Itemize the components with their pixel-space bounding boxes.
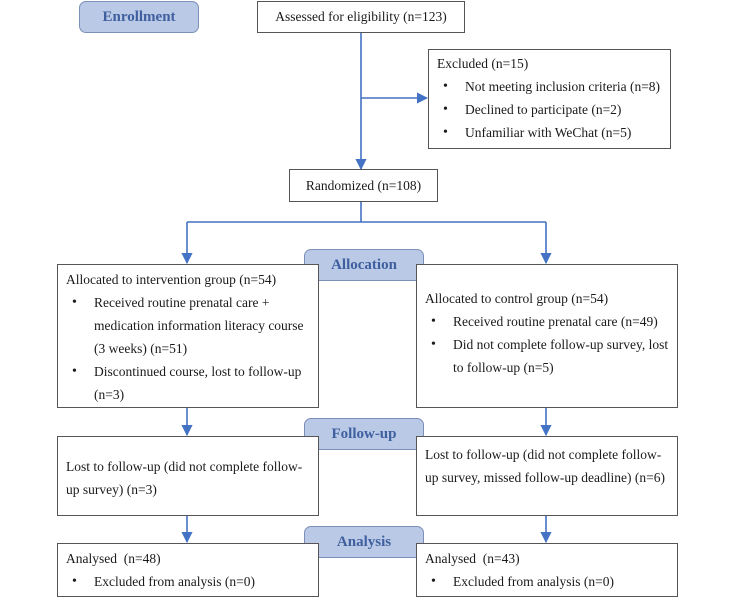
intervention-analysis-list: Excluded from analysis (n=0) — [66, 570, 310, 593]
list-item: Declined to participate (n=2) — [437, 98, 662, 121]
control-analysis-title: Analysed (n=43) — [425, 551, 520, 566]
stage-analysis: Analysis — [304, 526, 424, 558]
list-item: Did not complete follow-up survey, lost … — [425, 333, 669, 379]
excluded-title: Excluded (n=15) — [437, 56, 529, 71]
control-analysis-box: Analysed (n=43) Excluded from analysis (… — [416, 543, 678, 597]
list-item: Received routine prenatal care + medicat… — [66, 291, 310, 360]
randomized-text: Randomized (n=108) — [305, 178, 422, 193]
list-item: Discontinued course, lost to follow-up (… — [66, 360, 310, 406]
intervention-allocation-title: Allocated to intervention group (n=54) — [66, 272, 277, 287]
control-analysis-list: Excluded from analysis (n=0) — [425, 570, 669, 593]
control-allocation-title: Allocated to control group (n=54) — [425, 291, 609, 306]
list-item: Excluded from analysis (n=0) — [66, 570, 310, 593]
list-item: Received routine prenatal care (n=49) — [425, 310, 669, 333]
excluded-box: Excluded (n=15) Not meeting inclusion cr… — [428, 49, 671, 149]
assessed-text: Assessed for eligibility (n=123) — [275, 9, 447, 24]
control-allocation-box: Allocated to control group (n=54) Receiv… — [416, 264, 678, 408]
stage-enrollment: Enrollment — [79, 1, 199, 33]
randomized-box: Randomized (n=108) — [289, 169, 438, 202]
intervention-allocation-list: Received routine prenatal care + medicat… — [66, 291, 310, 406]
intervention-analysis-box: Analysed (n=48) Excluded from analysis (… — [57, 543, 319, 597]
assessed-box: Assessed for eligibility (n=123) — [257, 1, 465, 33]
control-follow-up-box: Lost to follow-up (did not complete foll… — [416, 436, 678, 516]
control-follow-up-text: Lost to follow-up (did not complete foll… — [425, 447, 665, 485]
list-item: Unfamiliar with WeChat (n=5) — [437, 121, 662, 144]
stage-follow-up: Follow-up — [304, 418, 424, 450]
list-item: Not meeting inclusion criteria (n=8) — [437, 75, 662, 98]
control-allocation-list: Received routine prenatal care (n=49) Di… — [425, 310, 669, 379]
list-item: Excluded from analysis (n=0) — [425, 570, 669, 593]
excluded-list: Not meeting inclusion criteria (n=8) Dec… — [437, 75, 662, 144]
stage-allocation: Allocation — [304, 249, 424, 281]
intervention-follow-up-box: Lost to follow-up (did not complete foll… — [57, 436, 319, 516]
intervention-analysis-title: Analysed (n=48) — [66, 551, 161, 566]
intervention-allocation-box: Allocated to intervention group (n=54) R… — [57, 264, 319, 408]
intervention-follow-up-text: Lost to follow-up (did not complete foll… — [66, 459, 303, 497]
